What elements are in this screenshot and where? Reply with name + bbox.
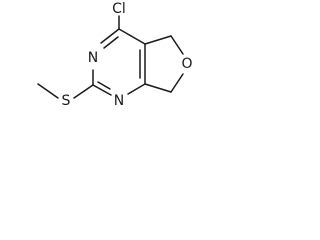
molecule-structure: Cl N N S O (37, 1, 193, 109)
bond-c4-c4a (118, 28, 146, 45)
bond-n3-c4-inner (103, 36, 119, 49)
bond-n1-c2-inner (97, 81, 111, 90)
bond-c5-o6 (170, 35, 184, 55)
atom-oxygen-label: O (181, 56, 192, 72)
atom-chlorine-label: Cl (112, 1, 126, 17)
bond-c7-c7a (144, 83, 172, 93)
bond-c7a-n1 (127, 83, 146, 95)
bond-s-ch3 (37, 83, 59, 99)
bond-c4a-c5 (144, 35, 172, 45)
bond-n3-c4 (100, 28, 120, 44)
atom-sulfur-label: S (62, 93, 71, 109)
bond-n1-c2 (92, 84, 112, 96)
bond-c2-s (73, 84, 94, 99)
atom-nitrogen-top-label: N (88, 50, 98, 66)
bond-o6-c7 (170, 73, 184, 93)
atom-nitrogen-bottom-label: N (114, 93, 124, 109)
